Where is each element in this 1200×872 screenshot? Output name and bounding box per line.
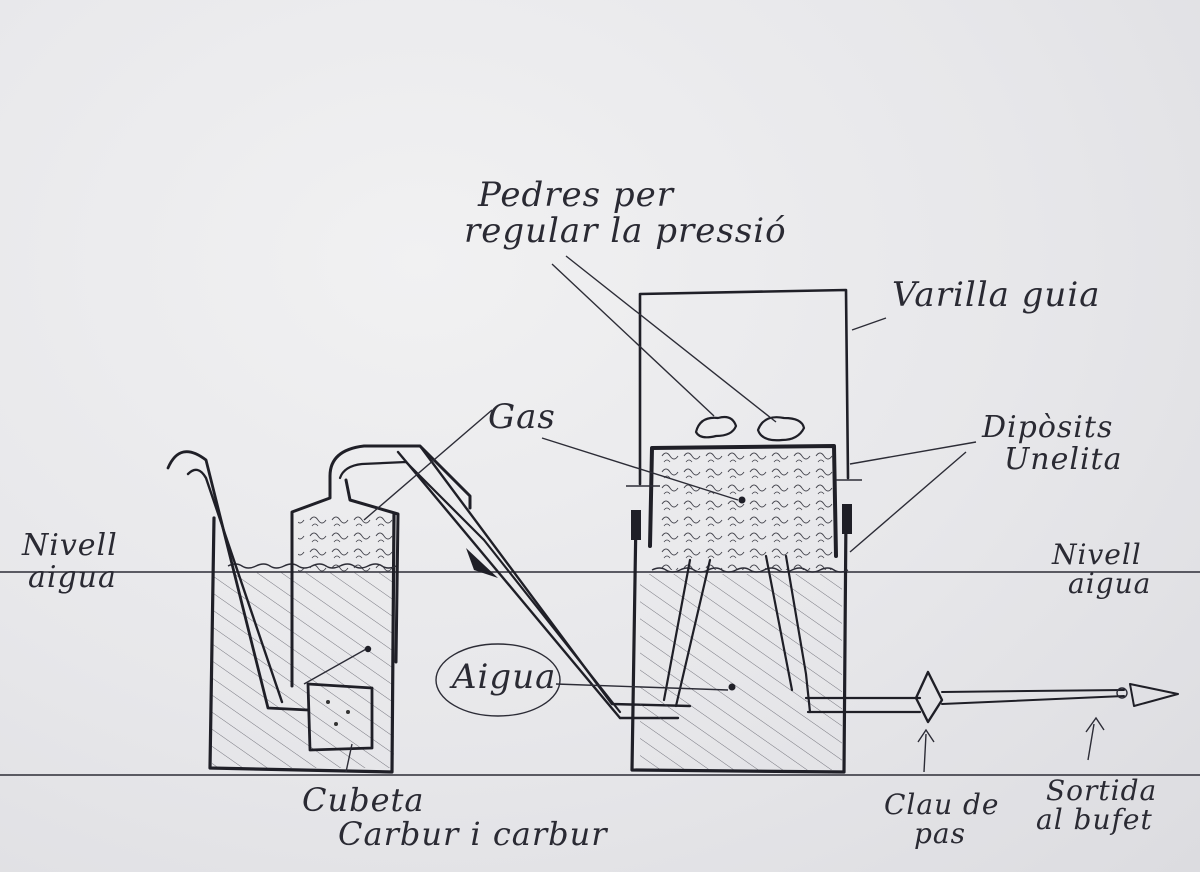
pressure-stones: [694, 415, 806, 442]
label-pedres-line2: regular la pressió: [464, 210, 787, 251]
leader-lines: [303, 255, 977, 717]
label-clau-line1: Clau de: [884, 788, 1000, 821]
left-gas-bell: [290, 444, 622, 714]
label-gas-text: Gas: [488, 397, 556, 437]
label-diposits-line1: Dipòsits: [982, 410, 1114, 445]
label-sortida: Sortida al bufet: [1036, 776, 1157, 835]
label-diposits: Dipòsits Unelita: [982, 412, 1123, 475]
carbide-cup: [306, 682, 374, 773]
left-intake-tube: [166, 450, 310, 712]
label-aigua-text: Aigua: [452, 657, 557, 697]
label-varilla-text: Varilla guia: [892, 275, 1101, 315]
label-nivell-right-line1: Nivell: [1052, 538, 1142, 571]
label-clau: Clau de pas: [884, 790, 1000, 849]
label-aigua: Aigua: [452, 657, 557, 697]
right-inner-tubes: [662, 554, 922, 714]
label-nivell-left: Nivell aigua: [22, 530, 118, 593]
label-clau-line2: pas: [914, 817, 966, 851]
right-water-tank: [630, 504, 852, 774]
label-nivell-right-line2: aigua: [1068, 567, 1152, 601]
label-nivell-right: Nivell aigua: [1052, 540, 1151, 599]
label-gas: Gas: [488, 397, 556, 437]
guide-rod-frame: [638, 288, 850, 486]
label-cubeta-line2: Carbur i carbur: [338, 814, 608, 853]
label-cubeta-line1: Cubeta: [302, 781, 425, 819]
label-sortida-line1: Sortida: [1046, 774, 1158, 807]
label-diposits-line2: Unelita: [1004, 441, 1123, 477]
outlet-valve: [914, 670, 1179, 773]
label-nivell-left-line2: aigua: [28, 559, 117, 595]
label-pedres-line1: Pedres per: [478, 175, 675, 215]
label-sortida-line2: al bufet: [1036, 803, 1153, 837]
label-nivell-left-line1: Nivell: [22, 528, 118, 563]
label-cubeta: Cubeta Carbur i carbur: [302, 781, 608, 853]
label-varilla: Varilla guia: [892, 275, 1101, 315]
label-pedres: Pedres per regular la pressió: [464, 175, 787, 249]
right-gas-bell: [626, 444, 862, 570]
